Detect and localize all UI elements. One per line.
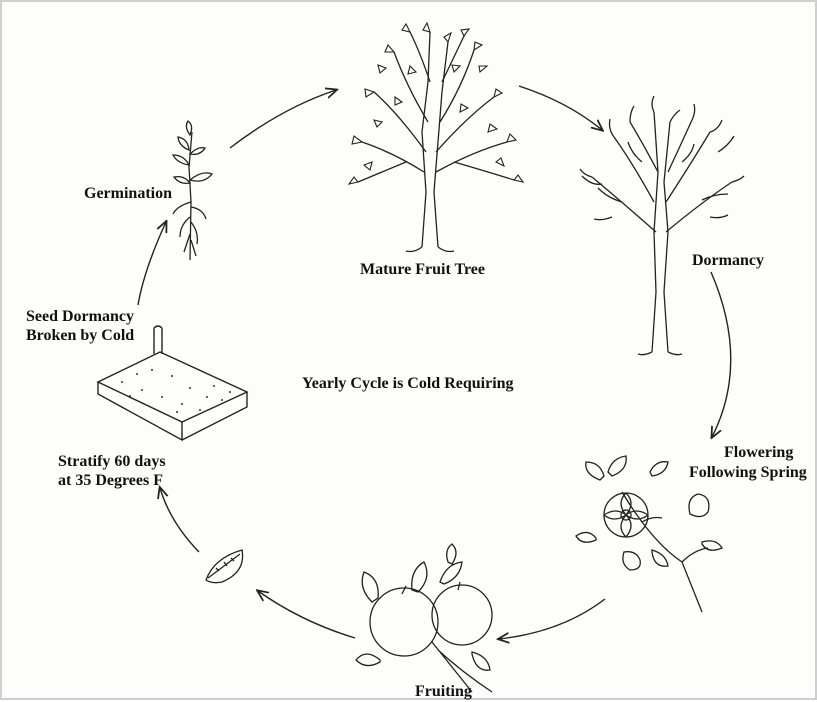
stratification-box-icon bbox=[96, 325, 249, 442]
fruiting-branch-icon bbox=[355, 543, 493, 693]
arrow-dormancy-to-flowering bbox=[710, 271, 732, 437]
stratify-label-line1: Stratify 60 days bbox=[58, 453, 166, 470]
germination-label: Germination bbox=[84, 185, 172, 202]
arrow-seed-to-stratify bbox=[160, 488, 200, 553]
arrow-box-to-germination bbox=[137, 222, 166, 306]
seedling-icon bbox=[171, 120, 214, 261]
mature-tree-icon bbox=[347, 21, 525, 253]
seed-icon bbox=[205, 549, 244, 584]
flowering-label-line1: Flowering bbox=[724, 444, 794, 461]
stratify-label-line2: at 35 Degrees F bbox=[58, 472, 163, 489]
flowering-branch-icon bbox=[575, 455, 723, 613]
arrow-fruiting-to-seed bbox=[258, 591, 356, 639]
dormant-tree-icon bbox=[579, 95, 745, 356]
mature-fruit-tree-label: Mature Fruit Tree bbox=[360, 261, 485, 278]
arrow-germination-to-mature bbox=[229, 90, 336, 149]
seed-dormancy-label-line2: Broken by Cold bbox=[26, 327, 135, 344]
arrow-mature-to-dormancy bbox=[518, 85, 602, 130]
center-caption: Yearly Cycle is Cold Requiring bbox=[302, 375, 514, 392]
seed-dormancy-label-line1: Seed Dormancy bbox=[26, 308, 134, 325]
arrow-flowering-to-fruiting bbox=[499, 598, 606, 639]
dormancy-label: Dormancy bbox=[692, 252, 764, 269]
fruiting-label: Fruiting bbox=[415, 683, 472, 700]
flowering-label-line2: Following Spring bbox=[689, 464, 807, 481]
